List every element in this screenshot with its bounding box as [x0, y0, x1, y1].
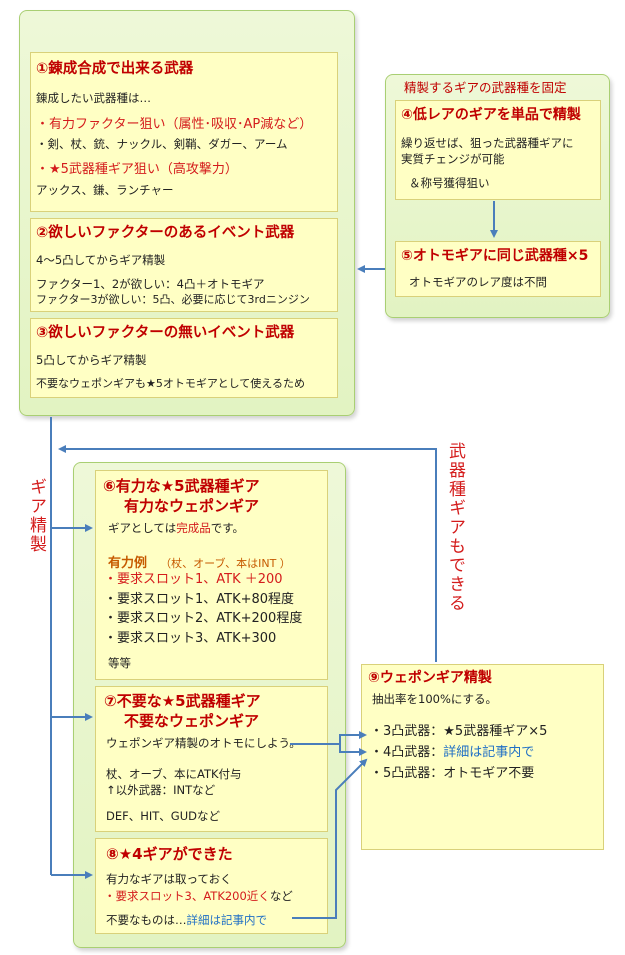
- box6-line1-c: です。: [210, 521, 245, 535]
- box-5: [395, 241, 601, 297]
- box9-item2: ・4凸武器：詳細は記事内で: [370, 745, 535, 760]
- box9-line1: 抽出率を100%にする。: [372, 692, 497, 706]
- right-group-header: 精製するギアの武器種を固定: [404, 80, 567, 95]
- box2-title: ②欲しいファクターのあるイベント武器: [36, 225, 295, 241]
- box6-example: 有力例 （杖、オーブ、本はINT ）: [108, 553, 291, 571]
- box1-intro: 錬成したい武器種は…: [36, 91, 151, 105]
- box-9: [361, 664, 604, 850]
- box1-line2: ・剣、杖、銃、ナックル、剣鞘、ダガー、アーム: [36, 137, 288, 151]
- box-1: [30, 52, 338, 212]
- box6-ex2: ・要求スロット1、ATK+80程度: [104, 592, 295, 607]
- box8-line1: 有力なギアは取っておく: [106, 872, 232, 886]
- box-2: [30, 218, 338, 312]
- box6-title1: ⑥有力な★5武器種ギア: [103, 477, 260, 495]
- box8-line2-b: など: [269, 889, 293, 903]
- box7-line1: ウェポンギア精製のオトモにしよう。: [106, 736, 301, 750]
- box9-item2-a: ・4凸武器：: [370, 745, 444, 760]
- box1-line3: ・★5武器種ギア狙い（高攻撃力）: [36, 162, 238, 177]
- box7-title1: ⑦不要な★5武器種ギア: [104, 692, 261, 710]
- box6-ex3: ・要求スロット2、ATK+200程度: [104, 611, 303, 626]
- box7-line4: DEF、HIT、GUDなど: [106, 809, 220, 823]
- box5-line1: オトモギアのレア度は不問: [409, 275, 547, 289]
- also-weapon-label: 武器種ギアもできる: [445, 442, 465, 613]
- box6-example-label: 有力例: [108, 556, 148, 571]
- box7-line2: 杖、オーブ、本にATK付与: [106, 767, 242, 781]
- box5-title: ⑤オトモギアに同じ武器種×5: [401, 248, 589, 264]
- box9-item2-b: 詳細は記事内で: [443, 745, 535, 760]
- box3-line2: 不要なウェポンギアも★5オトモギアとして使えるため: [36, 377, 305, 390]
- box6-ex1: ・要求スロット1、ATK ＋200: [104, 572, 283, 587]
- box6-line1-b: 完成品: [176, 521, 211, 535]
- box1-line1: ・有力ファクター狙い（属性･吸収･AP減など）: [36, 117, 313, 132]
- box8-line3-a: 不要なものは…: [106, 913, 187, 927]
- box6-line1: ギアとしては完成品です。: [108, 522, 244, 535]
- box9-title: ⑨ウェポンギア精製: [368, 670, 492, 686]
- box8-line2-a: ・要求スロット3、ATK200近く: [104, 889, 270, 903]
- box3-line1: 5凸してからギア精製: [36, 353, 147, 367]
- box7-line3: ↑以外武器：INTなど: [106, 783, 216, 797]
- box4-title: ④低レアのギアを単品で精製: [401, 107, 581, 123]
- box3-title: ③欲しいファクターの無いイベント武器: [36, 325, 295, 341]
- box6-ex4: ・要求スロット3、ATK+300: [104, 631, 277, 646]
- box1-line4: アックス、鎌、ランチャー: [36, 183, 174, 197]
- box4-line2: 実質チェンジが可能: [401, 152, 505, 166]
- box2-line3: ファクター3が欲しい：5凸、必要に応じて3rdニンジン: [36, 293, 310, 306]
- box8-line3-b: 詳細は記事内で: [186, 913, 268, 927]
- box-4: [395, 100, 601, 200]
- box4-line3: ＆称号獲得狙い: [409, 176, 490, 190]
- box2-line2: ファクター1、2が欲しい：4凸＋オトモギア: [36, 277, 265, 291]
- box-7: [95, 686, 328, 832]
- box9-item1: ・3凸武器：★5武器種ギア×5: [370, 724, 548, 739]
- box8-line2: ・要求スロット3、ATK200近くなど: [104, 890, 293, 903]
- box1-title: ①錬成合成で出来る武器: [36, 61, 194, 77]
- box8-line3: 不要なものは…詳細は記事内で: [106, 914, 267, 927]
- gear-refine-label: ギア精製: [26, 478, 46, 554]
- box4-line1: 繰り返せば、狙った武器種ギアに: [401, 136, 574, 150]
- box8-title: ⑧★4ギアができた: [106, 845, 233, 863]
- box7-title2: 不要なウェポンギア: [124, 712, 260, 730]
- box6-example-note: （杖、オーブ、本はINT ）: [160, 557, 291, 570]
- box9-item3: ・5凸武器：オトモギア不要: [370, 766, 535, 781]
- box2-line1: 4～5凸してからギア精製: [36, 253, 166, 267]
- box-3: [30, 318, 338, 398]
- box6-etc: 等等: [108, 656, 131, 670]
- box6-title2: 有力なウェポンギア: [124, 497, 260, 515]
- box6-line1-a: ギアとしては: [108, 521, 177, 535]
